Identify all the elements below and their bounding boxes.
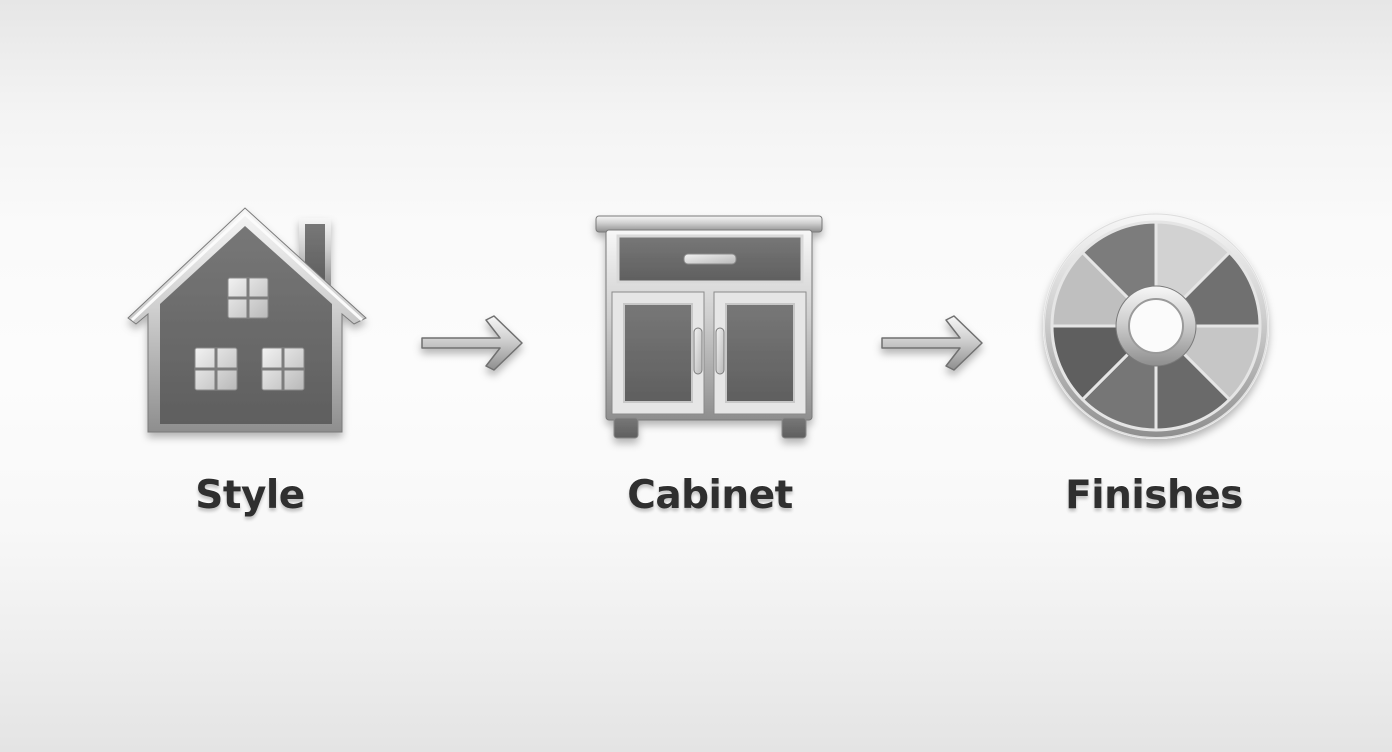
step-label-cabinet: Cabinet <box>627 473 793 518</box>
cabinet-icon <box>595 215 823 439</box>
arrow-right-icon <box>881 315 983 371</box>
step-label-finishes: Finishes <box>1065 473 1243 518</box>
house-icon <box>127 207 367 433</box>
arrow-right-icon <box>421 315 523 371</box>
step-label-style: Style <box>195 473 305 518</box>
color-wheel-icon <box>1043 213 1269 439</box>
